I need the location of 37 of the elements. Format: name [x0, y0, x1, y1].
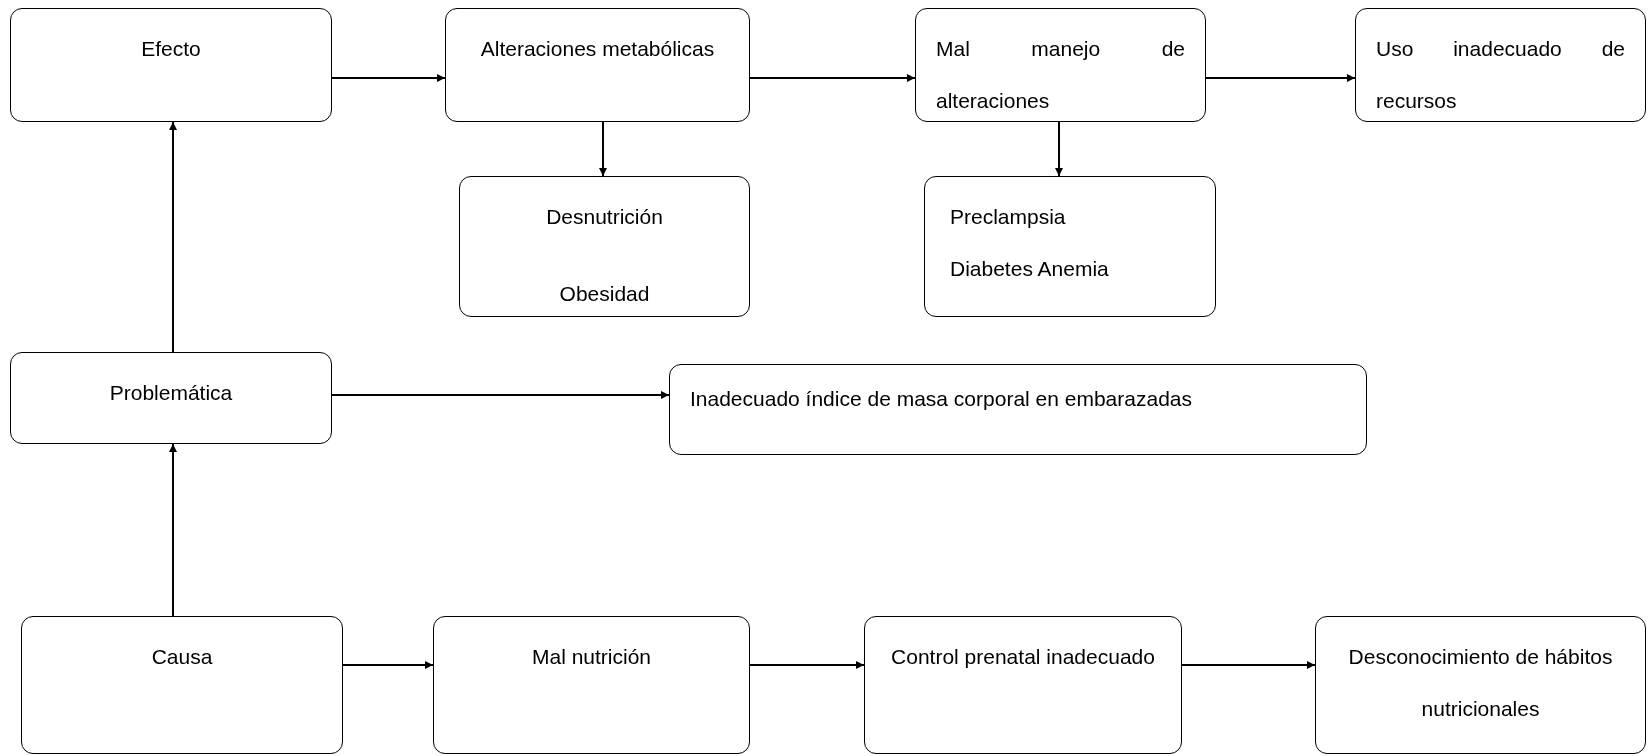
arrow: [1181, 661, 1316, 669]
box-label: Obesidad: [558, 281, 651, 307]
arrow: [331, 74, 446, 82]
process-box: [915, 8, 1206, 122]
process-box: [433, 616, 750, 754]
box-label: Desconocimiento de hábitos nutricionales: [1347, 644, 1614, 722]
process-box: [445, 8, 750, 122]
process-box: [1315, 616, 1646, 754]
arrow: [749, 661, 865, 669]
box-label: Diabetes Anemia: [950, 256, 1110, 282]
process-box: [21, 616, 343, 754]
process-box: [459, 176, 750, 317]
arrow: [599, 121, 607, 177]
box-label: Mal manejo de alteraciones: [936, 36, 1185, 114]
arrow: [342, 661, 434, 669]
box-label: Uso inadecuado de recursos: [1376, 36, 1625, 114]
process-box: [10, 352, 332, 444]
arrow: [749, 74, 916, 82]
box-label: Causa: [150, 644, 214, 670]
box-label: Control prenatal inadecuado: [890, 644, 1156, 670]
arrow: [1055, 121, 1063, 177]
process-box: [864, 616, 1182, 754]
box-label: Preclampsia: [950, 204, 1067, 230]
box-label: Alteraciones metabólicas: [479, 36, 716, 62]
arrow: [169, 121, 177, 353]
arrow: [1205, 74, 1356, 82]
box-label: Mal nutrición: [530, 644, 653, 670]
arrow: [331, 391, 670, 399]
process-box: [10, 8, 332, 122]
process-box: [924, 176, 1216, 317]
box-label: Inadecuado índice de masa corporal en embarazadas: [690, 386, 1193, 412]
arrow: [169, 443, 177, 617]
process-box: [1355, 8, 1646, 122]
box-label: Problemática: [108, 380, 234, 406]
process-box: [669, 364, 1367, 455]
box-label: Desnutrición: [545, 204, 664, 230]
box-label: Efecto: [140, 36, 202, 62]
